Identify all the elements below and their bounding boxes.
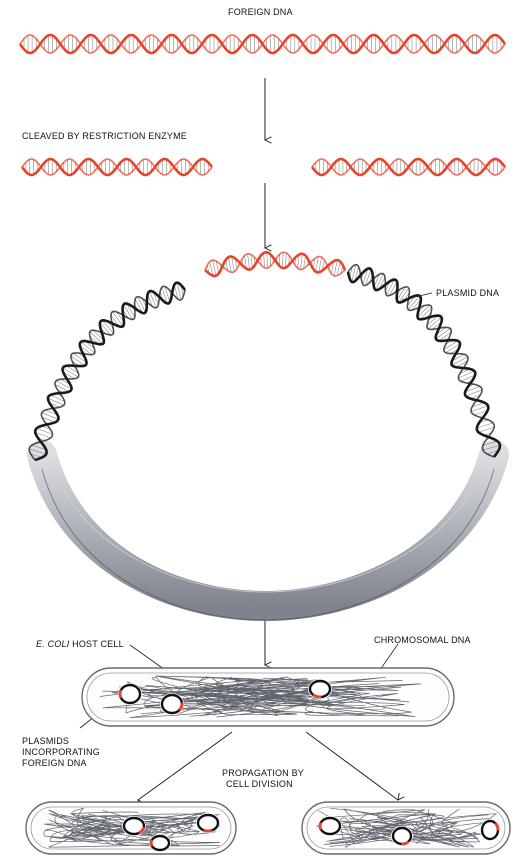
label-plasmid-dna: PLASMID DNA	[436, 288, 499, 299]
foreign-dna-insert	[205, 252, 345, 276]
label-propagation-line2: CELL DIVISION	[226, 779, 293, 790]
label-propagation-line1: PROPAGATION BY	[222, 768, 304, 779]
ecoli-host-cell	[82, 668, 454, 726]
plasmid-circle	[391, 826, 413, 846]
arrow-left-division	[138, 732, 232, 800]
plasmid-ring	[42, 441, 494, 620]
daughter-cell-right	[302, 802, 510, 854]
plasmid-circle	[122, 816, 146, 836]
foreign-dna-strand	[20, 35, 505, 53]
label-plasmids-line3: FOREIGN DNA	[22, 758, 87, 769]
label-chromosomal-dna: CHROMOSOMAL DNA	[374, 635, 471, 646]
plasmid-circle	[480, 819, 500, 841]
plasmid-circle	[318, 816, 342, 836]
label-host-cell-text: HOST CELL	[69, 639, 123, 649]
plasmid-circle	[149, 834, 171, 852]
arrow-right-division	[306, 732, 398, 800]
label-plasmids-line1: PLASMIDS	[22, 736, 69, 747]
plasmid-circle	[308, 679, 332, 699]
plasmid-circle	[196, 813, 220, 833]
plasmid-dna-left-arm	[29, 283, 185, 460]
plasmid-circle	[118, 683, 142, 705]
label-cleaved-by-restriction-enzyme: CLEAVED BY RESTRICTION ENZYME	[22, 131, 187, 142]
cleaved-fragment-right	[312, 159, 505, 175]
cleaved-fragment-left	[22, 159, 212, 175]
label-foreign-dna: FOREIGN DNA	[228, 7, 293, 18]
plasmid-circle	[160, 693, 184, 715]
label-host-cell: E. COLI HOST CELL	[36, 639, 124, 650]
daughter-cell-left	[26, 802, 236, 854]
label-host-cell-species: E. COLI	[36, 639, 69, 649]
label-plasmids-line2: INCORPORATING	[22, 747, 100, 758]
